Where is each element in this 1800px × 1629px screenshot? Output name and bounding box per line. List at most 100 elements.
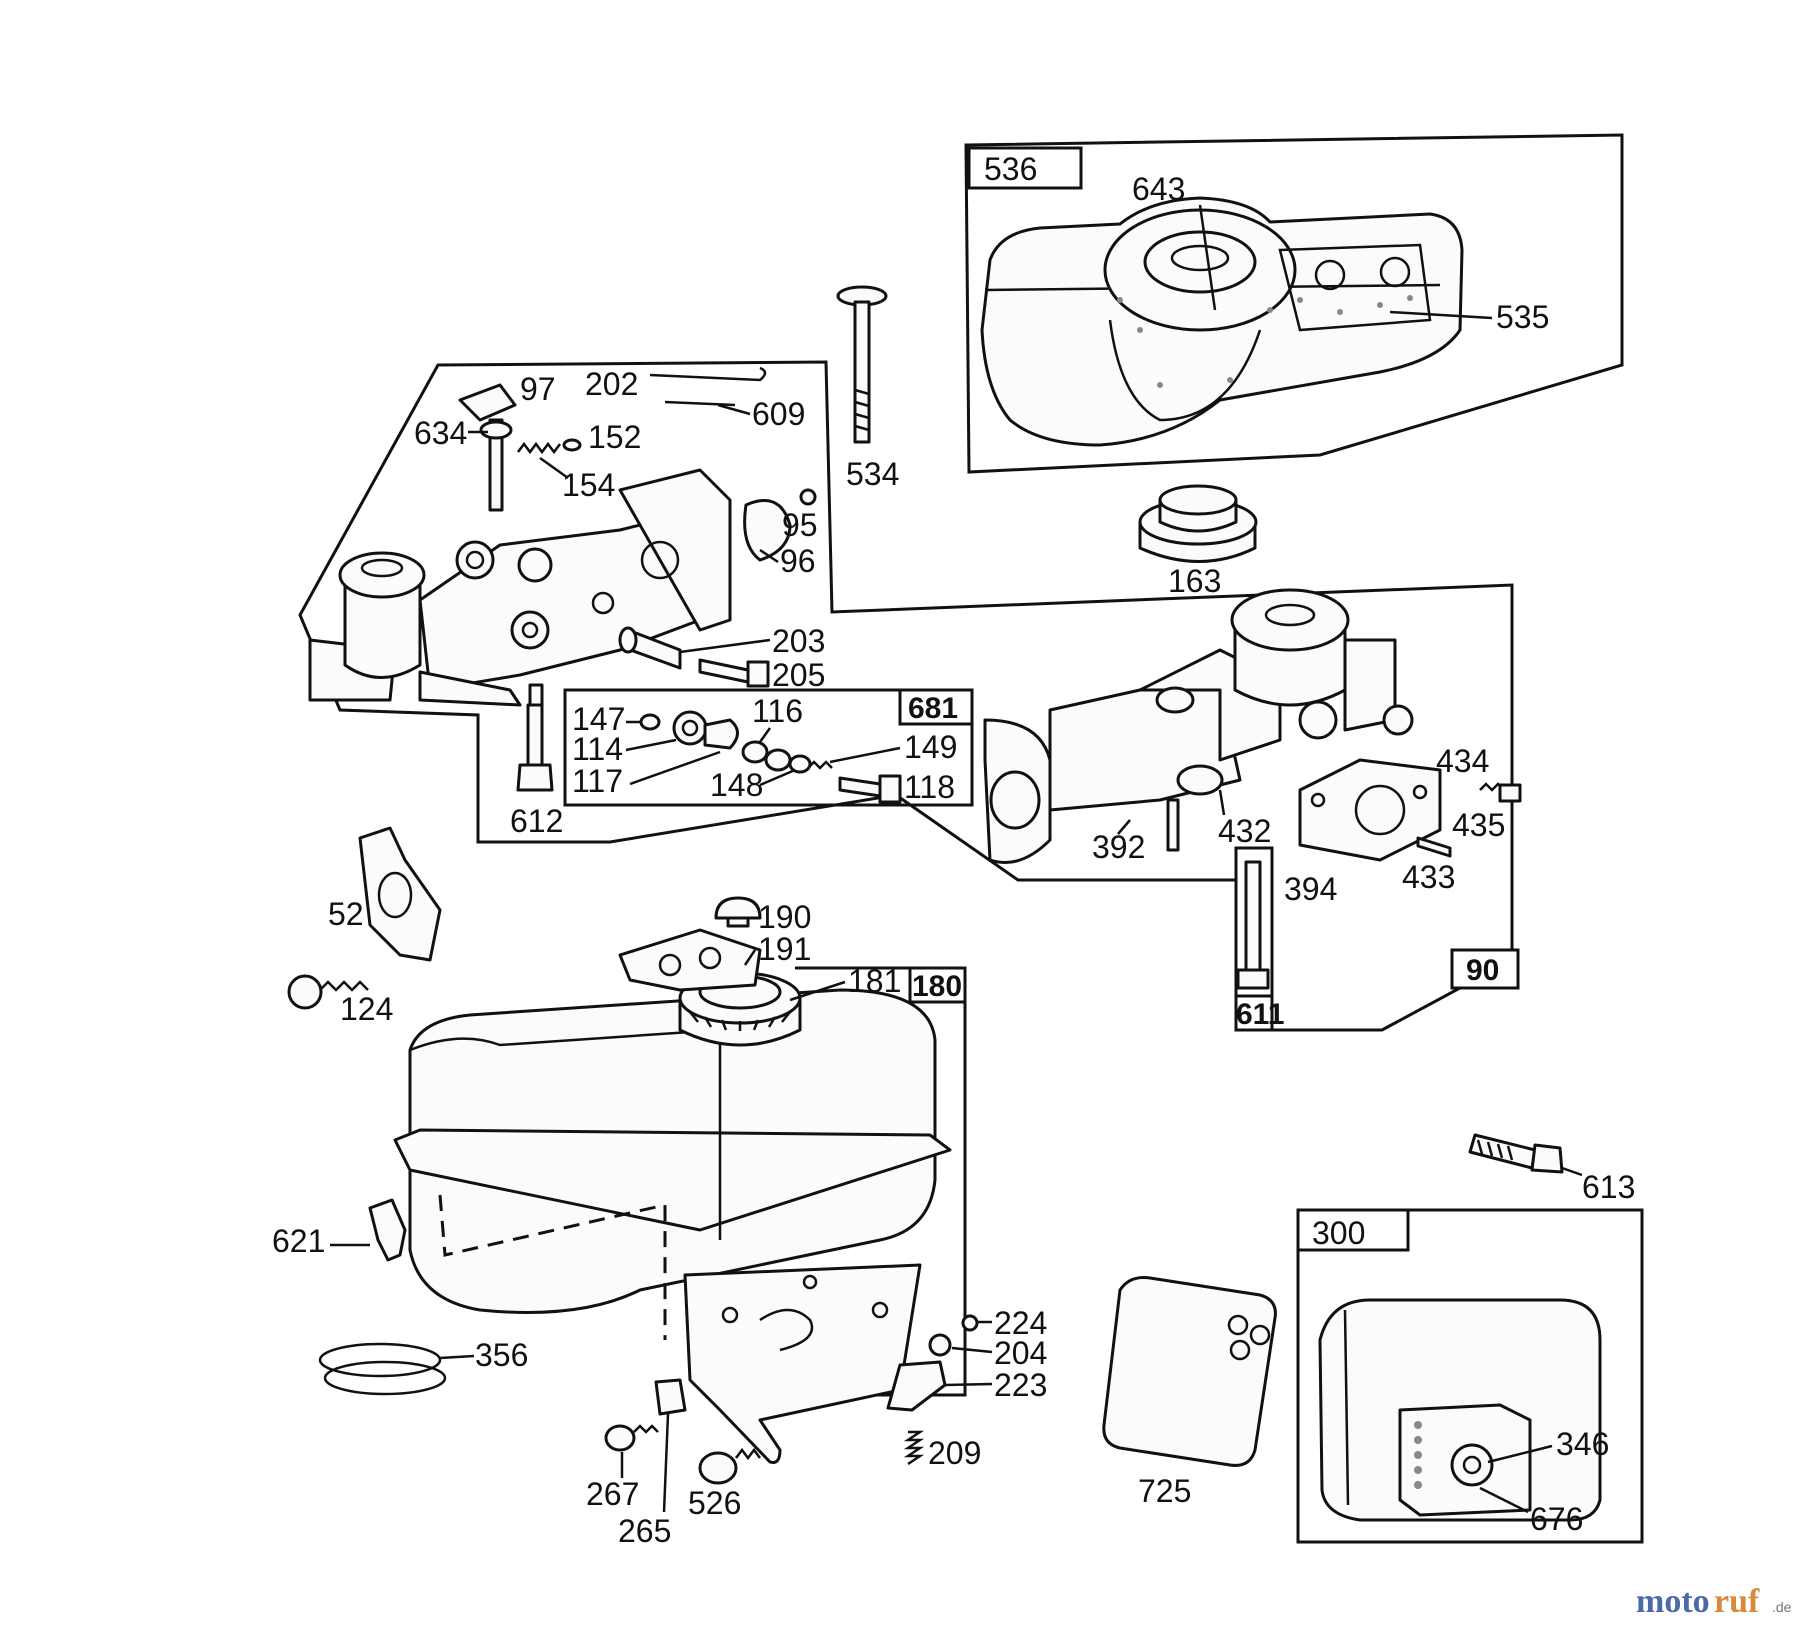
callout-96: 96 bbox=[780, 543, 816, 579]
group-label-611: 611 bbox=[1236, 998, 1284, 1031]
part-356-ring bbox=[318, 1342, 447, 1396]
leader-432 bbox=[1218, 789, 1226, 816]
callout-643: 643 bbox=[1132, 171, 1185, 207]
callout-149: 149 bbox=[904, 729, 957, 765]
leader-116 bbox=[758, 727, 772, 743]
part-152-spring bbox=[517, 441, 561, 455]
callout-202: 202 bbox=[585, 366, 638, 402]
leader-191 bbox=[743, 949, 757, 966]
part-163-adapter bbox=[1138, 484, 1258, 563]
muffler-frame bbox=[1296, 1208, 1644, 1544]
jet-group-681: 681 bbox=[563, 688, 974, 807]
group-label-90: 90 bbox=[1466, 954, 1499, 987]
group-label-681: 681 bbox=[908, 692, 958, 725]
callout-147: 147 bbox=[572, 701, 625, 737]
leader-117 bbox=[629, 750, 721, 786]
watermark-part2: ruf bbox=[1714, 1583, 1760, 1620]
callout-116: 116 bbox=[752, 693, 803, 729]
carburetor-body-lower bbox=[983, 588, 1414, 864]
leader-346 bbox=[1487, 1444, 1553, 1464]
carburetor-body-upper bbox=[308, 468, 732, 767]
callout-433: 433 bbox=[1402, 859, 1455, 895]
group-label-180: 180 bbox=[912, 970, 962, 1003]
callout-181: 181 bbox=[848, 963, 901, 999]
callout-124: 124 bbox=[340, 991, 393, 1027]
callout-432: 432 bbox=[1218, 813, 1271, 849]
part-534-screw bbox=[836, 285, 888, 444]
part-202-link bbox=[649, 366, 767, 382]
group-label-box-681 bbox=[898, 688, 974, 726]
leader-265 bbox=[662, 1413, 670, 1513]
callout-190: 190 bbox=[758, 899, 811, 935]
callout-265: 265 bbox=[618, 1513, 671, 1549]
part-434-gasket bbox=[1298, 758, 1522, 862]
watermark-part1: moto bbox=[1636, 1583, 1710, 1620]
part-190-191 bbox=[618, 896, 762, 992]
group-label-536: 536 bbox=[984, 151, 1037, 187]
leader-609 bbox=[717, 403, 751, 416]
part-725-gasket bbox=[1102, 1276, 1277, 1467]
group-label-box-180 bbox=[908, 966, 967, 1004]
leader-223 bbox=[944, 1382, 993, 1387]
watermark-suffix: .de bbox=[1772, 1599, 1792, 1615]
leader-154 bbox=[539, 456, 569, 480]
leader-204 bbox=[951, 1346, 993, 1354]
part-203-205 bbox=[618, 626, 770, 688]
callout-163: 163 bbox=[1168, 563, 1221, 599]
part-612-nut bbox=[516, 703, 554, 792]
callout-118: 118 bbox=[904, 769, 955, 805]
leader-613 bbox=[1561, 1166, 1583, 1177]
group-label-box-300 bbox=[1296, 1208, 1410, 1252]
callout-613: 613 bbox=[1582, 1169, 1635, 1205]
part-526-screw bbox=[698, 1447, 761, 1485]
callout-392: 392 bbox=[1092, 829, 1145, 865]
part-621-clip bbox=[368, 1198, 407, 1262]
part-124-screw bbox=[287, 974, 369, 1010]
callout-52: 52 bbox=[328, 896, 364, 932]
part-97-634-lever bbox=[458, 383, 517, 512]
callout-209: 209 bbox=[928, 1435, 981, 1471]
carburetor-frame bbox=[298, 360, 1514, 1032]
callout-152: 152 bbox=[588, 419, 641, 455]
screw-box-611 bbox=[1234, 846, 1274, 1032]
callout-394: 394 bbox=[1284, 871, 1337, 907]
muffler-body bbox=[1318, 1298, 1602, 1522]
part-223 bbox=[886, 1360, 947, 1412]
leader-643 bbox=[1198, 204, 1217, 311]
air-cleaner-frame bbox=[964, 133, 1624, 474]
part-267-screw bbox=[604, 1424, 659, 1452]
callout-634: 634 bbox=[414, 415, 467, 451]
air-cleaner-group: 536 643 535 bbox=[964, 133, 1624, 474]
leader-149 bbox=[829, 746, 901, 764]
part-209-spring bbox=[903, 1430, 925, 1466]
part-609-spring bbox=[664, 400, 736, 407]
callout-191: 191 bbox=[758, 931, 811, 967]
leader-676 bbox=[1479, 1486, 1529, 1514]
callout-621: 621 bbox=[272, 1223, 325, 1259]
callout-148: 148 bbox=[710, 767, 763, 803]
callout-224: 224 bbox=[994, 1305, 1047, 1341]
part-96-valve bbox=[743, 499, 792, 562]
callout-434: 434 bbox=[1436, 743, 1489, 779]
callout-534: 534 bbox=[846, 456, 899, 492]
leader-114 bbox=[625, 738, 677, 752]
callout-117: 117 bbox=[572, 763, 623, 799]
callout-612: 612 bbox=[510, 803, 563, 839]
part-392-screw bbox=[1166, 798, 1180, 852]
leader-203 bbox=[679, 638, 771, 654]
callout-95: 95 bbox=[782, 507, 818, 543]
part-154-washer bbox=[562, 438, 582, 452]
callout-535: 535 bbox=[1496, 299, 1549, 335]
part-613-bolt bbox=[1468, 1133, 1564, 1174]
part-204 bbox=[928, 1333, 952, 1357]
leader-356 bbox=[439, 1354, 475, 1360]
group-label-300: 300 bbox=[1312, 1215, 1365, 1251]
callout-676: 676 bbox=[1530, 1501, 1583, 1537]
callout-205: 205 bbox=[772, 657, 825, 693]
callout-526: 526 bbox=[688, 1485, 741, 1521]
callout-97: 97 bbox=[520, 371, 556, 407]
callout-114: 114 bbox=[572, 731, 623, 767]
leader-392 bbox=[1117, 819, 1131, 835]
watermark-logo: moto ruf .de bbox=[1636, 1583, 1792, 1620]
